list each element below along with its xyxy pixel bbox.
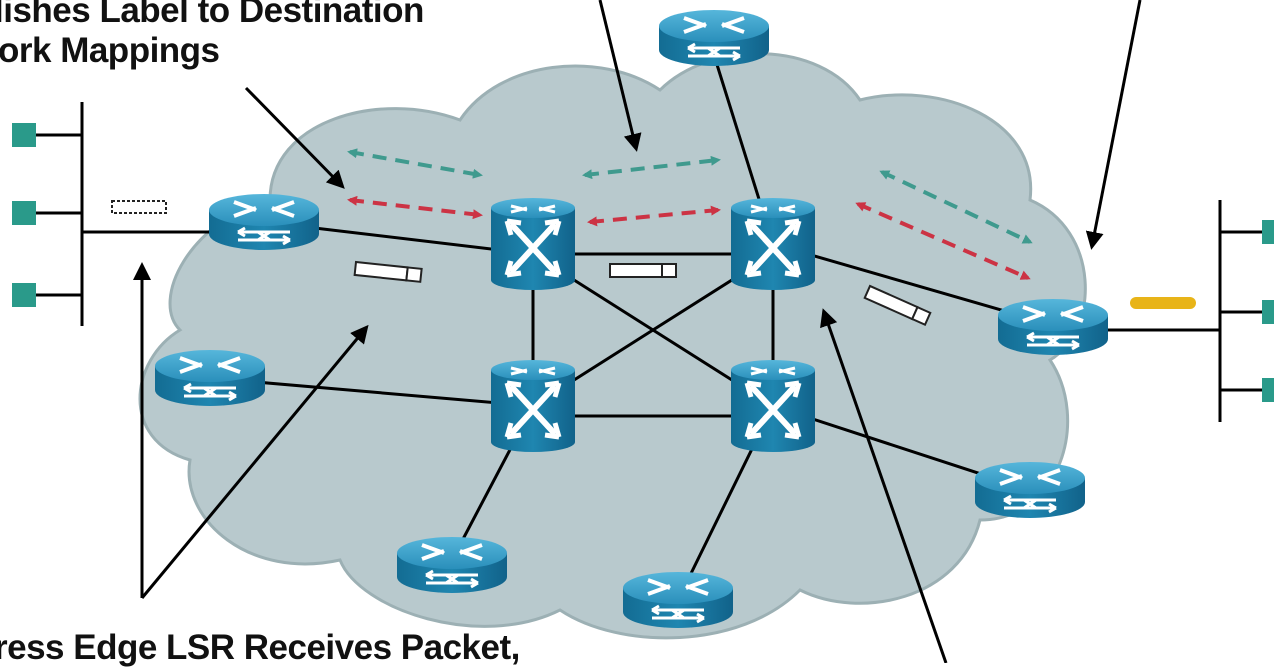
edge-router-icon [973, 460, 1087, 520]
left-host-segment [12, 102, 84, 326]
red-arrow [855, 202, 1031, 280]
packet-icon [111, 200, 167, 214]
mpls-cloud [138, 52, 1087, 640]
edge-router-icon [996, 297, 1110, 357]
callout-label-ingress-edge: ress Edge LSR Receives Packet, [0, 628, 520, 667]
labeled-packet-icon [353, 260, 423, 283]
host-icon [12, 123, 36, 147]
core-switch-icon [491, 360, 575, 452]
edge-router-icon [395, 535, 509, 595]
right-host-segment [1218, 200, 1274, 422]
host-icon [1262, 378, 1274, 402]
packets [111, 200, 1196, 327]
core-switch-icon [731, 198, 815, 290]
host-icon [12, 283, 36, 307]
host-icon [12, 201, 36, 225]
label-distribution-arrows [347, 148, 1033, 280]
edge-router-icon [621, 570, 735, 630]
core-switch-icon [491, 198, 575, 290]
edge-router-icon [207, 192, 321, 252]
callout-label-label-mapping-line2: ork Mappings [0, 31, 220, 70]
edge-router-icon [153, 348, 267, 408]
callout-label-label-mapping: lishes Label to Destination [0, 0, 424, 30]
label-icon [1130, 297, 1196, 309]
edge-router-icon [657, 8, 771, 68]
host-icon [1262, 300, 1274, 324]
host-icon [1262, 220, 1274, 244]
labeled-packet-icon [863, 284, 932, 327]
core-switch-icon [731, 360, 815, 452]
callout-pointers [133, 0, 1142, 663]
labeled-packet-icon [609, 263, 677, 278]
